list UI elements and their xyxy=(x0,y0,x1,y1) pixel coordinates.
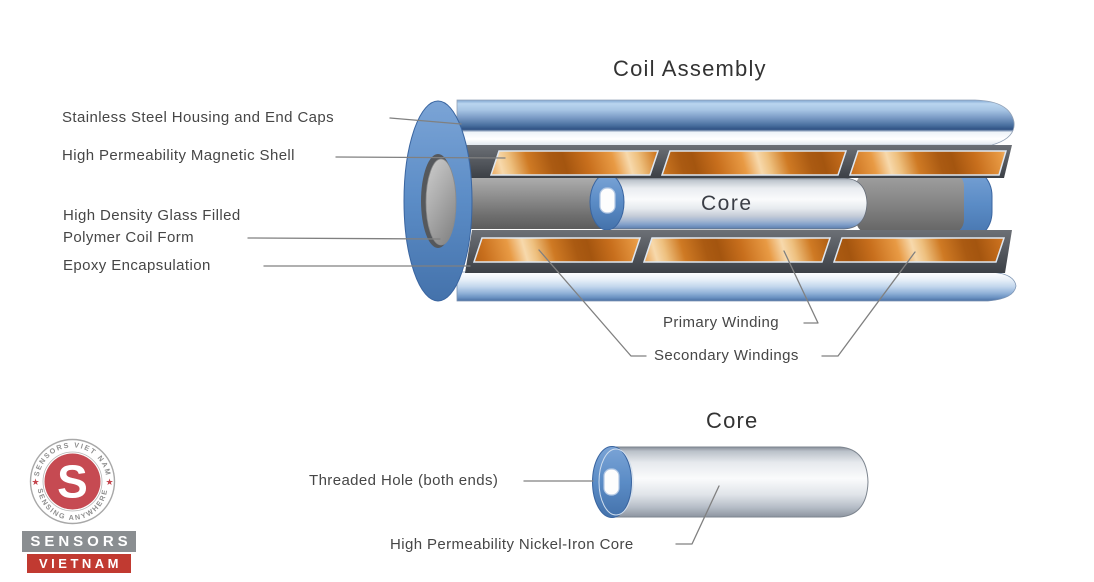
label-threaded-hole: Threaded Hole (both ends) xyxy=(309,472,499,489)
label-coil-form: High Density Glass Filled Polymer Coil F… xyxy=(63,205,241,249)
logo-red-disc xyxy=(44,453,101,510)
leader-coil-form xyxy=(247,237,441,240)
logo-text-vietnam: VIETNAM xyxy=(27,554,131,573)
secondary-winding-top-left xyxy=(489,150,660,176)
primary-winding-bottom xyxy=(642,237,832,263)
label-coil-form-line2: Polymer Coil Form xyxy=(63,229,194,246)
star-icon: ★ xyxy=(105,477,113,487)
label-magnetic-shell: High Permeability Magnetic Shell xyxy=(62,147,295,164)
core-section-title: Core xyxy=(706,408,759,433)
primary-winding-top xyxy=(660,150,848,176)
star-icon: ★ xyxy=(31,477,39,487)
label-primary-winding: Primary Winding xyxy=(663,314,780,331)
coil-assembly-title: Coil Assembly xyxy=(613,56,767,81)
leader-primary-winding xyxy=(783,250,819,324)
secondary-winding-bottom-left xyxy=(472,237,642,263)
logo-emblem-icon: SENSORS VIET NAM SENSING ANYWHERE ★ ★ S xyxy=(29,438,116,525)
leader-magnetic-shell xyxy=(335,156,506,159)
label-coil-form-line1: High Density Glass Filled xyxy=(63,207,241,224)
label-nickel-iron-core: High Permeability Nickel-Iron Core xyxy=(390,536,634,553)
leader-nickel-core xyxy=(675,485,720,545)
leader-secondary-right xyxy=(821,251,916,357)
logo-inner-ring xyxy=(42,451,103,512)
leader-lines xyxy=(247,117,916,545)
core-illustration xyxy=(592,446,869,518)
label-housing: Stainless Steel Housing and End Caps xyxy=(62,109,335,126)
core-inline-label: Core xyxy=(701,192,753,215)
logo-text-sensors: SENSORS xyxy=(22,531,136,552)
housing-bottom-shape xyxy=(456,271,1017,302)
core-section-threaded-hole xyxy=(603,468,620,496)
label-epoxy: Epoxy Encapsulation xyxy=(63,257,211,274)
label-secondary-windings: Secondary Windings xyxy=(654,347,799,364)
core-shape xyxy=(607,177,868,230)
leader-secondary-left xyxy=(538,249,647,357)
leader-housing xyxy=(389,117,462,125)
nickel-iron-core-shape xyxy=(611,446,869,518)
core-section-face-edge xyxy=(598,448,634,516)
core-threaded-hole xyxy=(599,187,616,214)
housing-top-shape xyxy=(456,99,1015,147)
logo-monogram: S xyxy=(57,456,88,508)
right-coil-form-shape xyxy=(856,172,964,234)
secondary-winding-top-right xyxy=(848,150,1007,176)
secondary-winding-bottom-right xyxy=(832,237,1006,263)
sensors-vietnam-logo: SENSORS VIET NAM SENSING ANYWHERE ★ ★ S … xyxy=(20,430,140,578)
coil-assembly-illustration xyxy=(403,99,1017,302)
coil-form-face xyxy=(425,158,457,246)
